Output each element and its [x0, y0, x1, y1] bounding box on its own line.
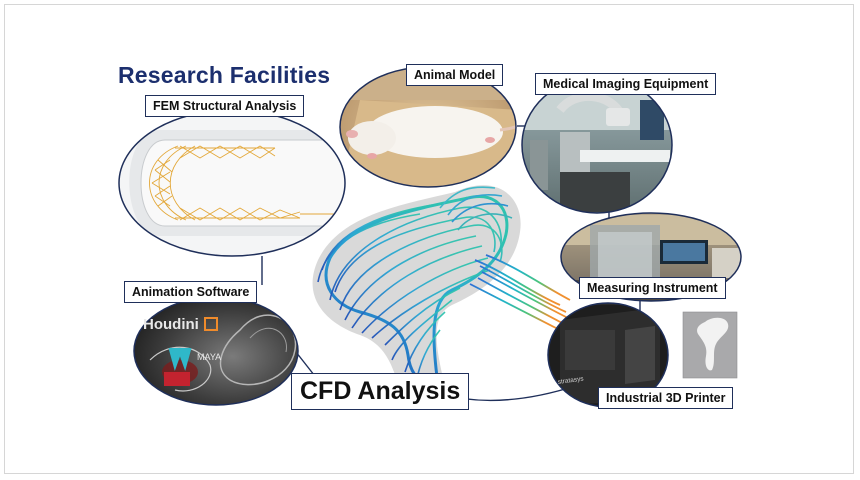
label-industrial-3d-printer: Industrial 3D Printer	[598, 387, 734, 409]
label-measuring-instrument: Measuring Instrument	[579, 277, 726, 299]
label-animal-model: Animal Model	[406, 64, 504, 86]
page-title: Research Facilities	[118, 62, 331, 88]
label-medical-imaging-equipment: Medical Imaging Equipment	[535, 73, 717, 95]
label-cfd-analysis: CFD Analysis	[291, 373, 470, 410]
page-frame	[4, 4, 854, 474]
stratasys-logo: stratasys	[557, 375, 584, 386]
imaging-image	[521, 76, 673, 214]
animation-image: Houdini MAYA	[133, 296, 299, 406]
maya-logo: MAYA	[197, 352, 221, 362]
houdini-logo-mark	[204, 317, 218, 331]
label-fem-structural-analysis: FEM Structural Analysis	[145, 95, 305, 117]
fem-image	[118, 109, 346, 257]
printed-vessel-photo	[682, 311, 738, 379]
houdini-logo: Houdini	[143, 316, 199, 333]
cfd-vessel-graphic	[312, 185, 571, 409]
label-animation-software: Animation Software	[124, 281, 258, 303]
